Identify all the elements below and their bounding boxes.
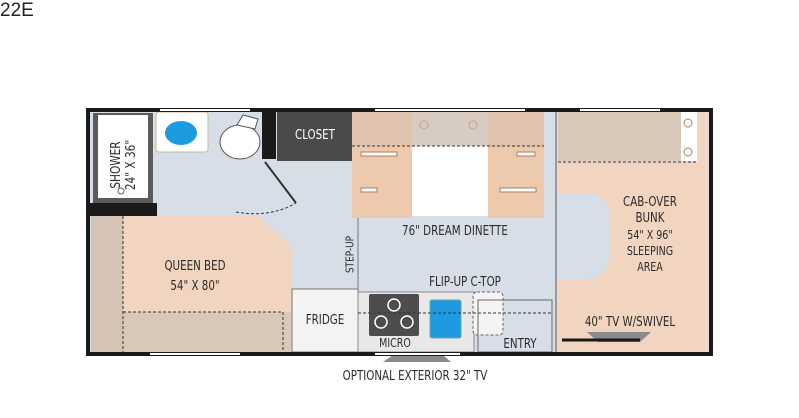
exterior-tv-icon [383, 355, 451, 362]
shower-size: 24" X 36" [124, 139, 139, 191]
queen-bed-size: 54" X 80" [170, 279, 220, 294]
tv-label: 40" TV W/SWIVEL [584, 315, 676, 330]
dinette-label: 76" DREAM DINETTE [402, 224, 508, 239]
entry-label: ENTRY [503, 337, 537, 352]
model-title: 22E [0, 0, 34, 21]
flip-up-label: FLIP-UP C-TOP [429, 275, 501, 290]
cooktop [369, 294, 419, 336]
step-up-label: STEP-UP [343, 236, 357, 273]
closet [277, 111, 353, 161]
closet-label: CLOSET [295, 128, 335, 143]
cab-over-line4: AREA [637, 260, 663, 274]
kitchen-sink [429, 299, 462, 339]
fridge [291, 288, 359, 353]
exterior-tv-label: OPTIONAL EXTERIOR 32" TV [342, 369, 488, 384]
queen-bed-name: QUEEN BED [164, 259, 226, 274]
queen-bed-label: QUEEN BED 54" X 80" [147, 257, 244, 297]
shower-name: SHOWER [109, 141, 124, 189]
cab-over-bunk [558, 111, 707, 352]
toilet-icon [219, 124, 261, 160]
cab-over-line2: BUNK [635, 211, 665, 226]
cab-over-line3: SLEEPING [626, 244, 674, 258]
cab-over-label: CAB-OVER BUNK 54" X 96" SLEEPING AREA [610, 195, 689, 275]
fridge-label: FRIDGE [305, 313, 345, 328]
micro-label: MICRO [379, 336, 411, 350]
cab-over-size: 54" X 96" [627, 228, 673, 242]
sink-basin-icon [165, 121, 197, 145]
cab-over-line1: CAB-OVER [623, 195, 677, 210]
